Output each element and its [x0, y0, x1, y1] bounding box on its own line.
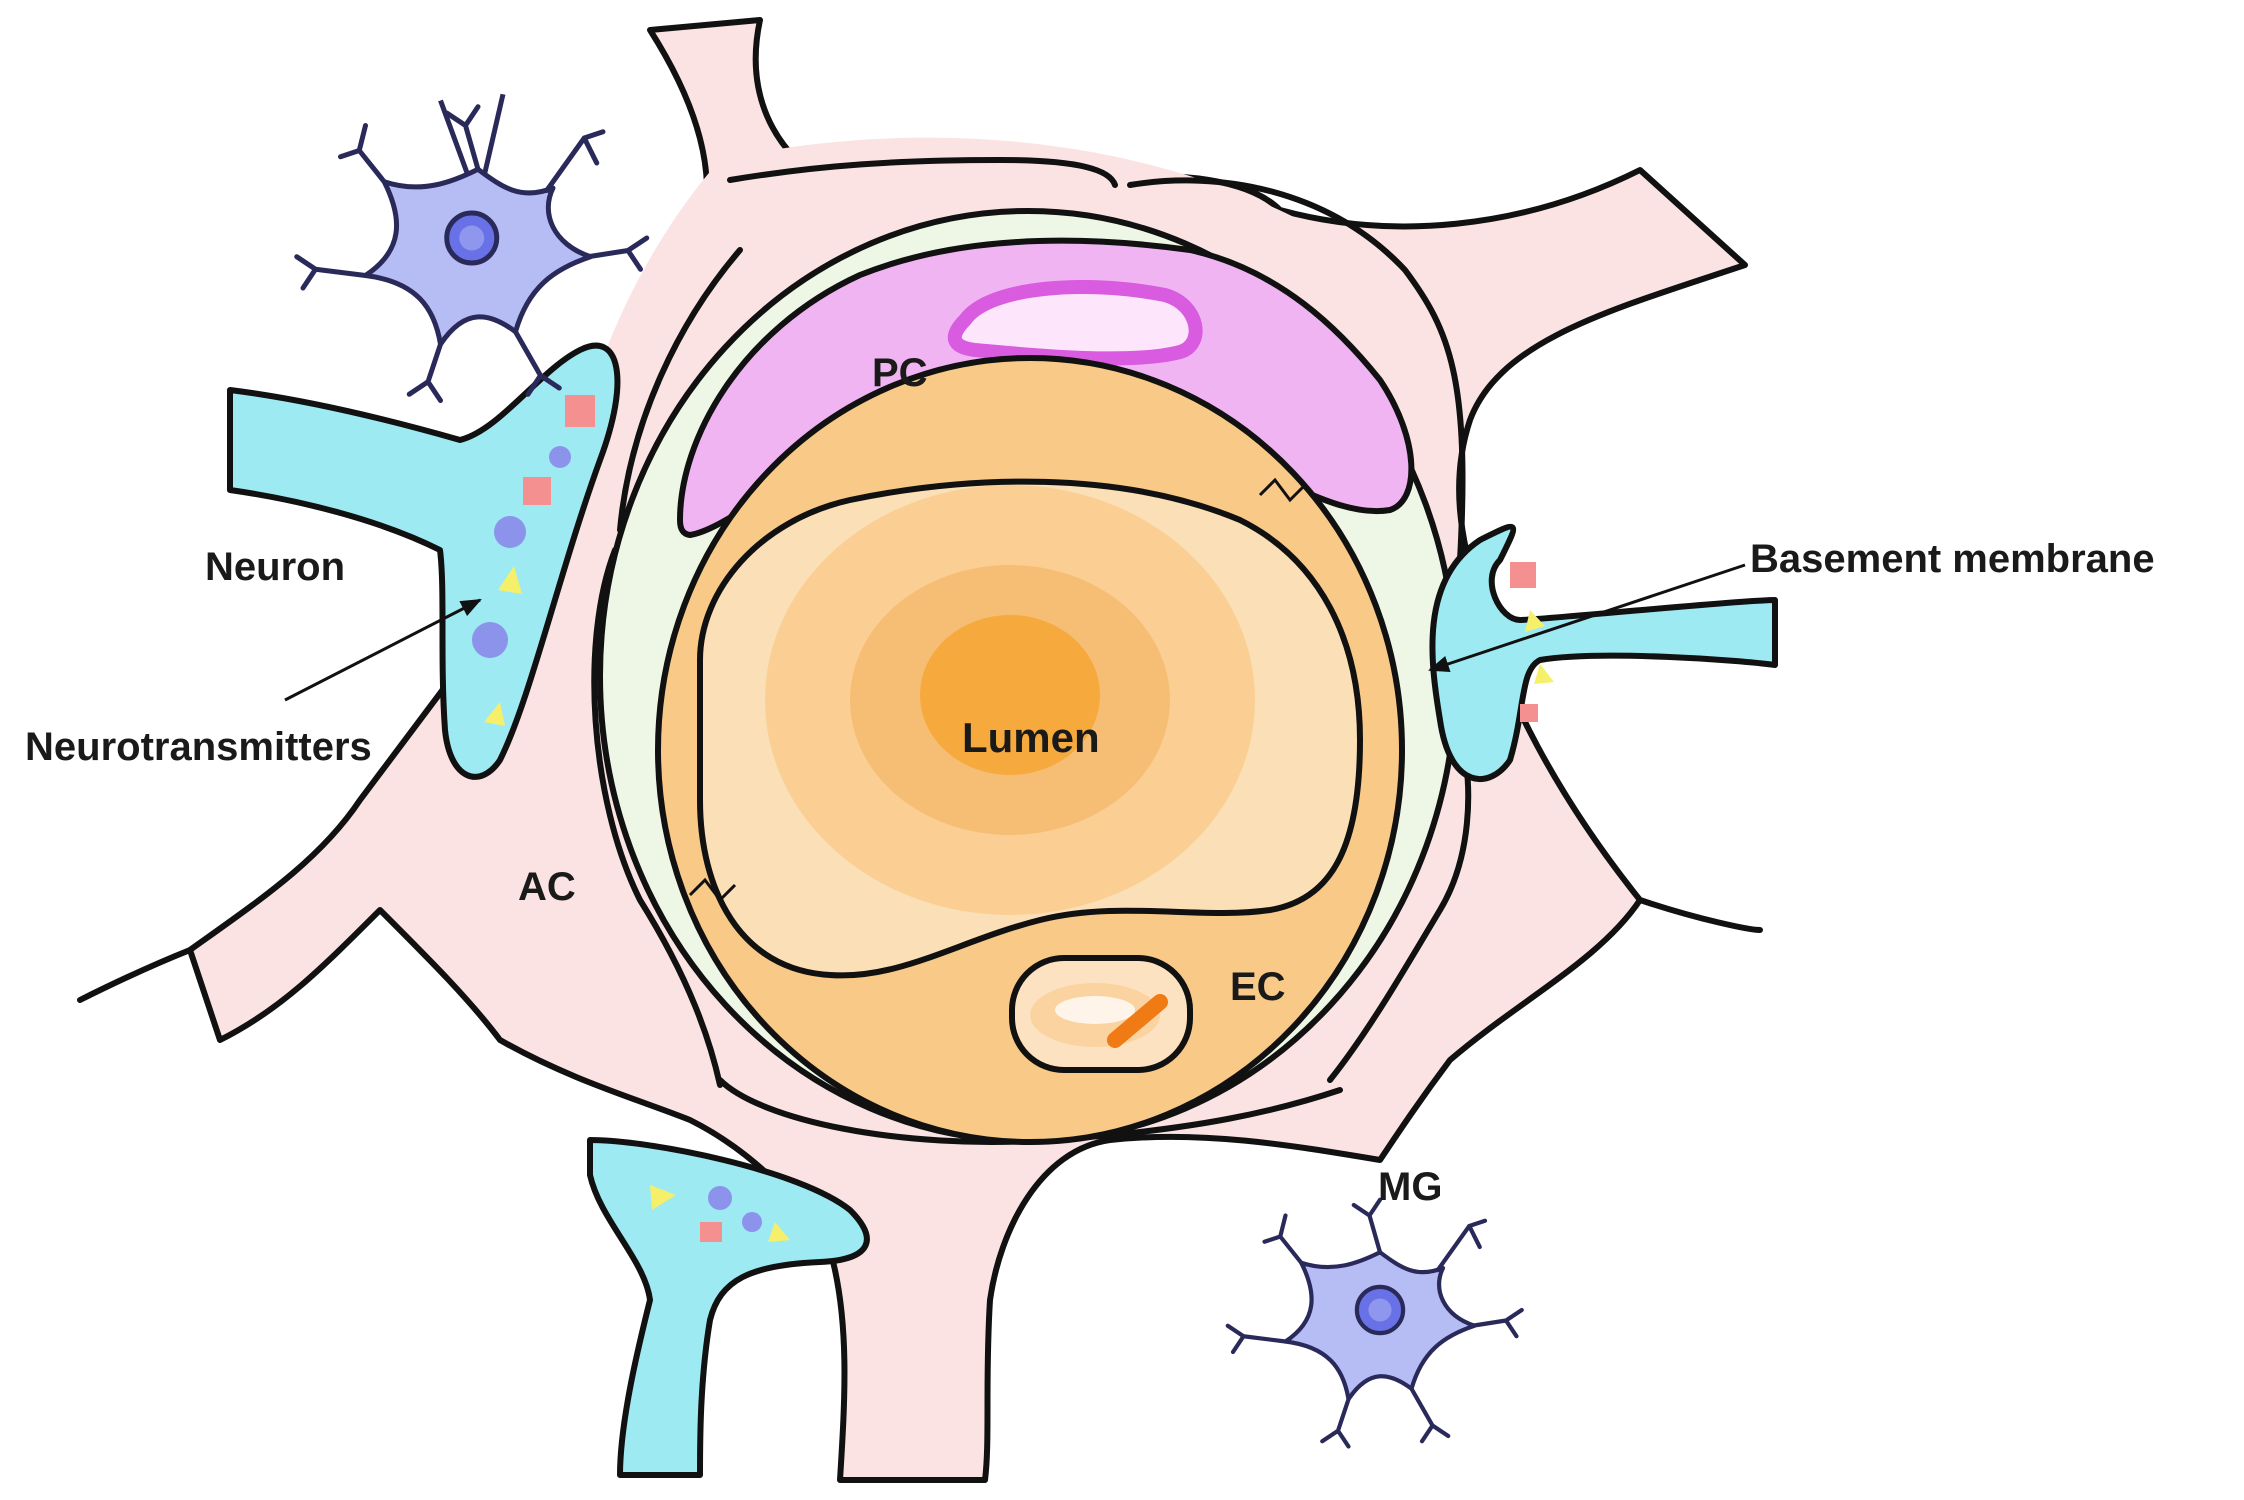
neurotransmitters-label: Neurotransmitters — [25, 725, 372, 769]
basement-membrane-label: Basement membrane — [1750, 537, 2155, 581]
ac-label: AC — [518, 865, 576, 909]
neuron-terminal-right — [1429, 523, 1778, 783]
pericyte-nucleus — [947, 280, 1203, 366]
basement-membrane-arrow — [1428, 563, 1746, 672]
neuron-label: Neuron — [205, 545, 345, 589]
microglia-top — [294, 93, 650, 403]
neuron-terminal-left — [227, 342, 621, 780]
lumen-label: Lumen — [962, 714, 1100, 761]
neurotransmitters-arrow — [284, 598, 482, 702]
mg-label: MG — [1378, 1165, 1442, 1209]
microglia-bottom — [1225, 1197, 1524, 1449]
endothelium — [655, 355, 1405, 1145]
neuron-terminal-bottom — [587, 1137, 870, 1478]
ec-label: EC — [1230, 965, 1286, 1009]
pc-label: PC — [872, 351, 928, 395]
